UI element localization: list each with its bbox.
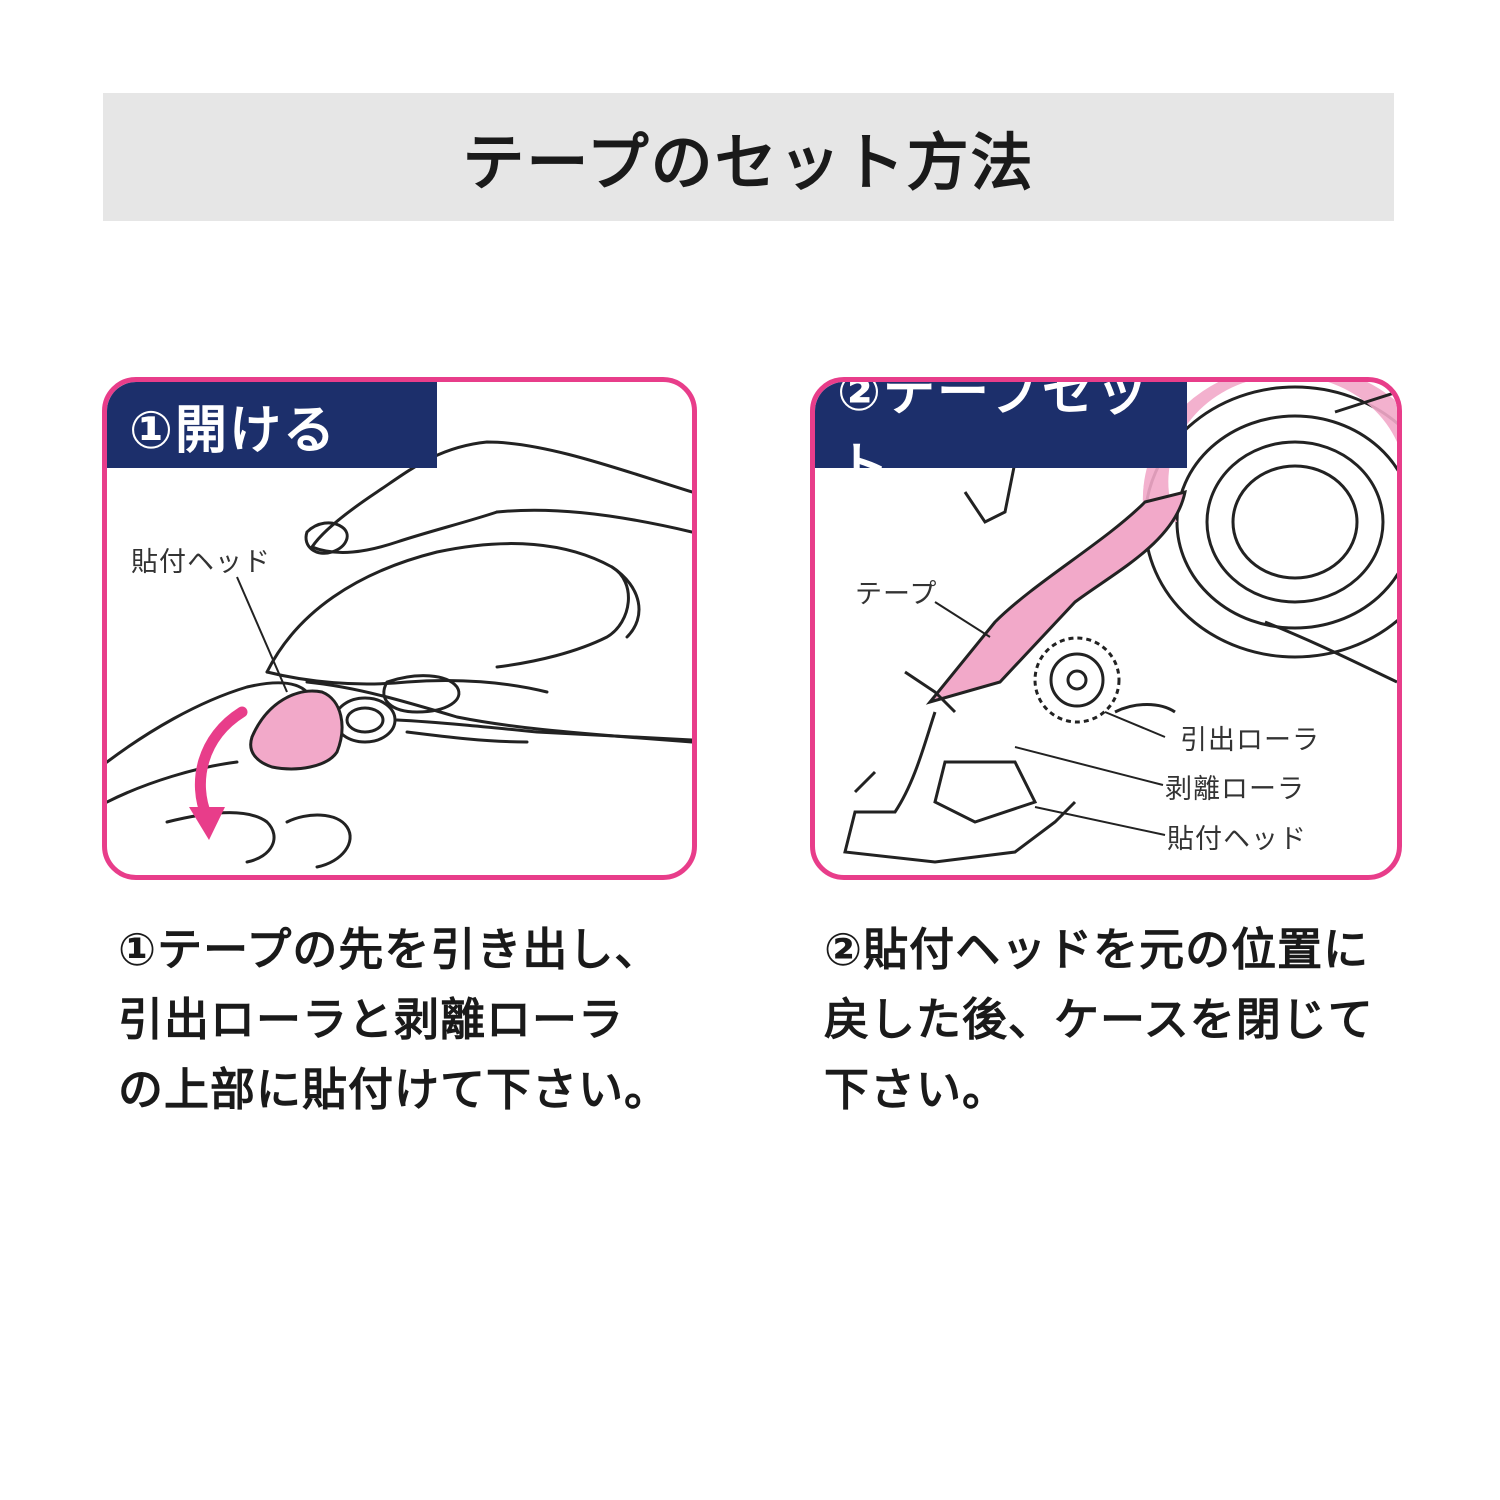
caption-line: 引出ローラと剥離ローラ (118, 993, 625, 1046)
page-title: テープのセット方法 (462, 126, 1035, 199)
step2-badge: ②テープセット (815, 382, 1187, 498)
caption-line: 戻した後、ケースを閉じて (824, 993, 1374, 1046)
label-head: 貼付ヘッド (131, 547, 271, 578)
caption-line: の上部に貼付けて下さい。 (118, 1063, 671, 1116)
label-head: 貼付ヘッド (1167, 824, 1307, 855)
label-pull-roller: 引出ローラ (1180, 725, 1320, 756)
label-tape: テープ (855, 579, 938, 610)
label-peel-roller: 剥離ローラ (1165, 774, 1305, 805)
caption-line: 下さい。 (824, 1063, 1009, 1116)
title-bar: テープのセット方法 (103, 93, 1394, 221)
step1-illustration (107, 440, 692, 869)
step2-illustration (843, 382, 1397, 864)
step1-badge: ①開ける (107, 382, 437, 468)
step1-panel: ①開ける (102, 377, 697, 880)
caption-line: ①テープの先を引き出し、 (118, 923, 661, 976)
step1-caption: ①テープの先を引き出し、 引出ローラと剥離ローラ の上部に貼付けて下さい。 (118, 915, 698, 1125)
caption-line: ②貼付ヘッドを元の位置に (824, 923, 1370, 976)
step2-caption: ②貼付ヘッドを元の位置に 戻した後、ケースを閉じて 下さい。 (824, 915, 1414, 1125)
step2-panel: ②テープセット (810, 377, 1402, 880)
